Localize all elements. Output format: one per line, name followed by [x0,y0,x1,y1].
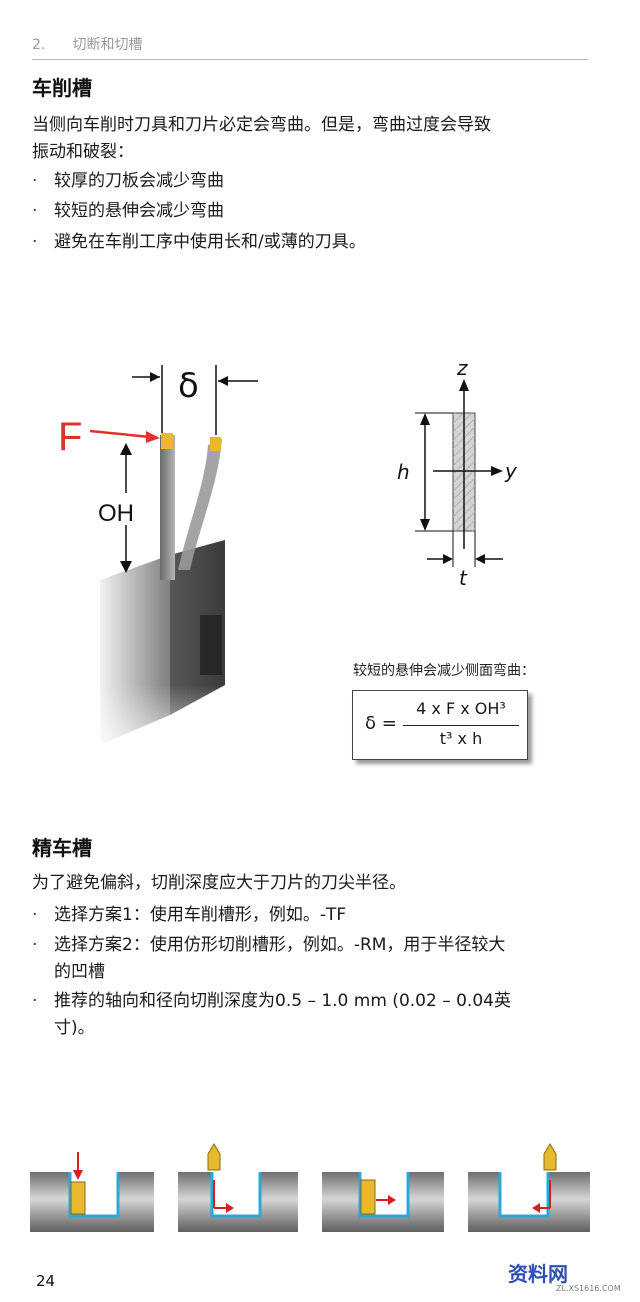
formula-numerator: 4 x F x OH³ [416,699,506,718]
thickness-label: t [459,566,468,590]
list-item: ·选择方案2：使用仿形切削槽形，例如。-RM，用于半径较大的凹槽 [32,932,592,986]
bullet-line: 寸)。 [54,1018,95,1038]
tool-blade-straight [160,435,175,580]
bullet-text: 推荐的轴向和径向切削深度为0.5 – 1.0 mm (0.02 – 0.04英寸… [54,988,592,1042]
intro-paragraph: 当侧向车削时刀具和刀片必定会弯曲。但是，弯曲过度会导致 振动和破裂： [32,112,592,166]
intro-line-2: 振动和破裂： [32,142,134,162]
tool-deflection-illustration: δ F OH [58,365,258,775]
list-item: ·选择方案1：使用车削槽形，例如。-TF [32,902,592,929]
chapter-number: 2. [32,37,46,53]
bullet-text: 选择方案1：使用车削槽形，例如。-TF [54,905,347,925]
force-arrow-icon [146,431,160,443]
insert-icon [210,437,221,451]
bullet-line: 的凹槽 [54,962,105,982]
page-number: 24 [36,1272,56,1290]
formula-denominator: t³ x h [439,729,483,748]
force-label: F [58,415,82,459]
insert-icon [161,433,173,449]
list-item: ·避免在车削工序中使用长和/或薄的刀具。 [32,229,592,256]
y-axis-label: y [504,459,518,483]
formula-lhs: δ = [365,713,397,734]
bullet-text: 选择方案2：使用仿形切削槽形，例如。-RM，用于半径较大的凹槽 [54,932,592,986]
tool-blade-deflected [178,439,222,570]
finish-intro-paragraph: 为了避免偏斜，切削深度应大于刀片的刀尖半径。 [32,873,406,893]
delta-label: δ [178,366,199,406]
page-header: 2. 切断和切槽 [32,34,588,60]
groove-step-1 [30,1152,154,1232]
bullet-text: 避免在车削工序中使用长和/或薄的刀具。 [54,232,366,252]
overhang-label: OH [98,500,134,527]
groove-step-4 [468,1143,590,1232]
height-label: h [397,460,410,484]
z-axis-label: z [456,356,468,380]
section-title-groove-turning: 车削槽 [32,76,92,100]
groove-finishing-sequence [30,1143,590,1232]
bullet-text: 较短的悬伸会减少弯曲 [54,201,224,221]
fraction-bar [403,725,519,726]
deflection-formula-box: δ = 4 x F x OH³ t³ x h [352,690,528,760]
list-item: ·较短的悬伸会减少弯曲 [32,198,592,225]
section-title-finish-grooving: 精车槽 [32,836,92,860]
groove-step-2 [178,1143,298,1232]
list-item: ·较厚的刀板会减少弯曲 [32,168,592,195]
formula-caption: 较短的悬伸会减少侧面弯曲： [353,663,535,679]
bullet-line: 推荐的轴向和径向切削深度为0.5 – 1.0 mm (0.02 – 0.04英 [54,991,511,1011]
watermark-logo: 资料网 [508,1262,568,1286]
intro-line-1: 当侧向车削时刀具和刀片必定会弯曲。但是，弯曲过度会导致 [32,115,491,135]
chapter-title: 切断和切槽 [72,37,143,53]
watermark-url: ZL.XS1616.COM [556,1284,621,1293]
bullet-line: 选择方案2：使用仿形切削槽形，例如。-RM，用于半径较大 [54,935,506,955]
list-item: ·推荐的轴向和径向切削深度为0.5 – 1.0 mm (0.02 – 0.04英… [32,988,592,1042]
bullet-text: 较厚的刀板会减少弯曲 [54,171,224,191]
blade-cross-section-diagram: z y h t [397,356,518,590]
groove-step-3 [322,1172,444,1232]
